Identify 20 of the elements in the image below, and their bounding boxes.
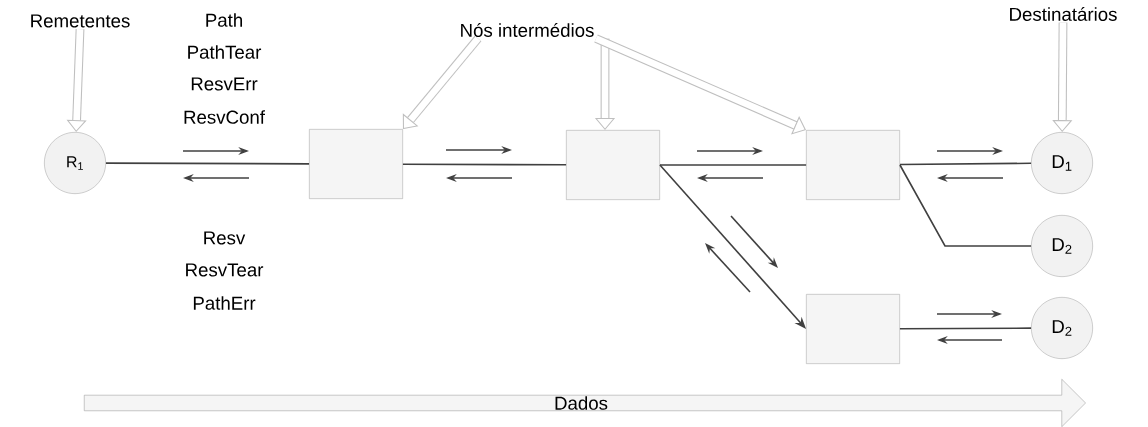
connector-line bbox=[899, 327, 1032, 330]
message-label: PathErr bbox=[193, 296, 256, 310]
connector-line bbox=[105, 162, 310, 165]
node-box bbox=[309, 129, 403, 199]
connector-line bbox=[659, 164, 807, 166]
message-label: ResvTear bbox=[186, 263, 264, 277]
caption-text: Remetentes bbox=[31, 14, 130, 28]
message-label: Resv bbox=[204, 231, 246, 245]
node-box bbox=[566, 130, 660, 200]
message-label: ResvErr bbox=[191, 77, 258, 91]
caption-text: Destinatários bbox=[1010, 7, 1117, 21]
connector-line bbox=[899, 162, 1032, 166]
message-label: ResvConf bbox=[184, 110, 265, 124]
node-box bbox=[806, 294, 900, 364]
node-box bbox=[806, 130, 900, 200]
caption-text: Nós intermédios bbox=[461, 23, 594, 37]
connector-line bbox=[899, 164, 1032, 247]
message-label: Path bbox=[206, 13, 242, 27]
message-label: PathTear bbox=[188, 45, 262, 59]
connector-line bbox=[402, 163, 567, 166]
